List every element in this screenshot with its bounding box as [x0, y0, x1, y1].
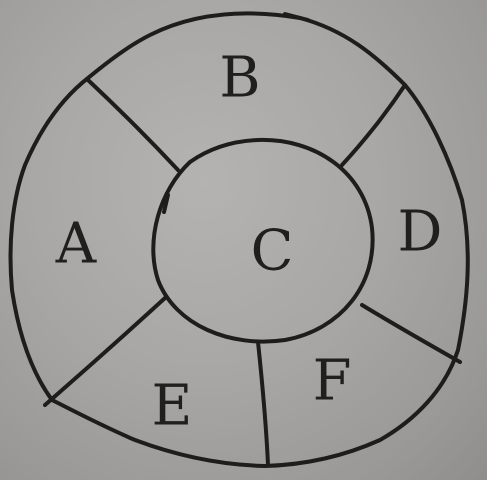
- stray-pen-mark: [162, 193, 170, 214]
- label-region-f: F: [313, 349, 352, 414]
- label-region-e: E: [152, 374, 193, 439]
- divider-b-d: [340, 83, 407, 167]
- inner-circle: [151, 137, 375, 344]
- divider-a-e: [43, 296, 167, 407]
- label-region-d: D: [398, 200, 443, 265]
- outer-boundary: [8, 11, 470, 468]
- label-region-a: A: [55, 212, 97, 277]
- outer-boundary-tick: [283, 12, 310, 22]
- divider-e-f: [256, 340, 270, 467]
- label-region-b: B: [219, 46, 260, 111]
- label-region-c: C: [251, 219, 294, 284]
- divider-a-b: [86, 78, 180, 172]
- divider-d-f: [360, 303, 462, 364]
